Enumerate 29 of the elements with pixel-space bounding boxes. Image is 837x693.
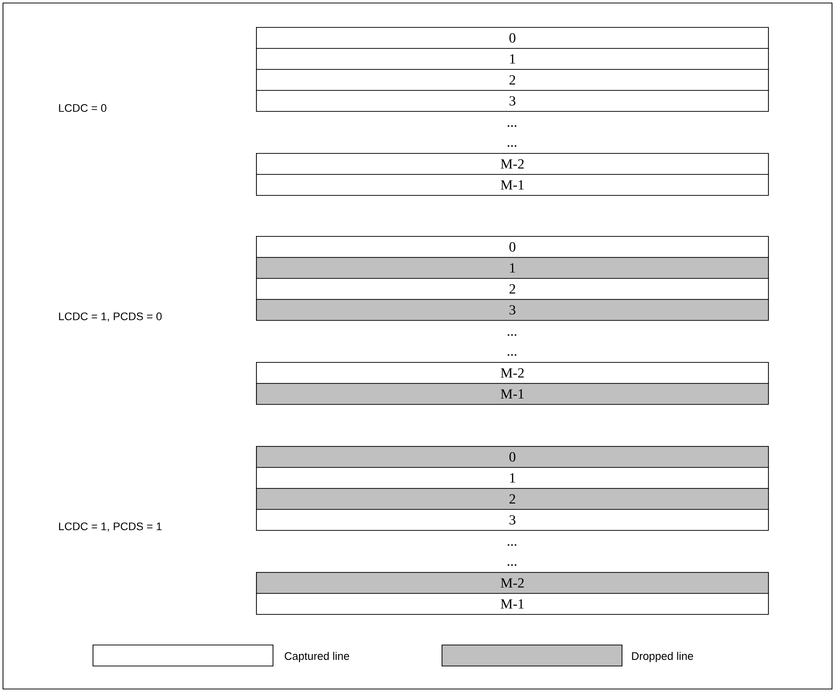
- line-row: 1: [256, 467, 769, 489]
- line-row: 2: [256, 488, 769, 510]
- line-row: 0: [256, 236, 769, 258]
- ellipsis: ...: [508, 125, 516, 127]
- ellipsis: ...: [508, 145, 516, 147]
- line-row: M-1: [256, 593, 769, 615]
- line-row: 3: [256, 299, 769, 321]
- ellipsis: ...: [508, 334, 516, 336]
- ellipsis: ...: [508, 354, 516, 356]
- mode-label: LCDC = 1, PCDS = 1: [59, 522, 162, 532]
- line-row: 3: [256, 509, 769, 531]
- line-row: 0: [256, 27, 769, 49]
- line-row: M-2: [256, 153, 769, 175]
- legend-label: Dropped line: [632, 652, 694, 662]
- line-row: M-2: [256, 362, 769, 384]
- ellipsis: ...: [508, 564, 516, 566]
- line-row: 3: [256, 90, 769, 112]
- line-row: M-1: [256, 174, 769, 196]
- line-row: M-1: [256, 383, 769, 405]
- line-row: 2: [256, 69, 769, 91]
- mode-label: LCDC = 0: [59, 104, 106, 112]
- line-row: 1: [256, 48, 769, 70]
- line-row: 0: [256, 446, 769, 468]
- line-row: M-2: [256, 572, 769, 594]
- ellipsis: ...: [508, 544, 516, 546]
- line-row: 1: [256, 257, 769, 279]
- mode-label: LCDC = 1, PCDS = 0: [59, 312, 162, 322]
- line-row: 2: [256, 278, 769, 300]
- legend-label: Captured line: [284, 652, 350, 662]
